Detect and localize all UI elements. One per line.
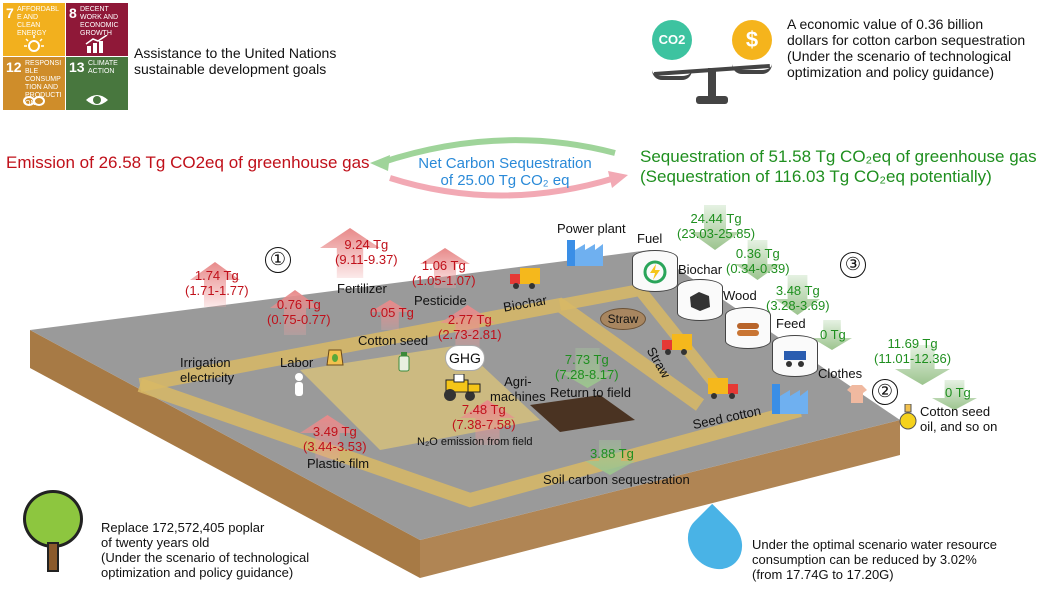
infinity-icon	[23, 96, 45, 106]
co2-icon: CO2	[652, 20, 692, 60]
oil-bottle-icon	[899, 404, 917, 430]
sdg-number: 8	[69, 5, 77, 21]
ghg-cloud: GHG	[445, 345, 485, 371]
emission-labor: 0.76 Tg(0.75-0.77)	[267, 297, 331, 327]
seq-fuel: 24.44 Tg(23.03-25.85)	[677, 211, 756, 241]
fuel-energy-icon	[632, 250, 678, 292]
fertilizer-bag-icon	[326, 349, 344, 366]
label-fertilizer: Fertilizer	[337, 281, 387, 296]
label-clothes: Clothes	[818, 366, 863, 381]
total-emission-text: Emission of 26.58 Tg CO2eq of greenhouse…	[6, 153, 370, 172]
emission-irrigation: 1.74 Tg(1.71-1.77)	[185, 268, 249, 298]
emission-fertilizer: 9.24 Tg(9.11-9.37)	[335, 237, 398, 267]
label-power-plant: Power plant	[557, 221, 626, 236]
seq-feed: 0 Tg	[820, 327, 846, 342]
seq-soil-carbon: 3.88 Tg	[590, 446, 634, 461]
truck-icon	[662, 334, 692, 355]
seq-cotton-seed-oil: 0 Tg	[945, 385, 971, 400]
emission-plastic-film: 3.49 Tg(3.44-3.53)	[303, 424, 367, 454]
sun-icon	[24, 35, 44, 52]
sdg-tile-7: 7 AFFORDABLE AND CLEAN ENERGY	[3, 3, 65, 56]
biochar-coal-icon	[677, 279, 723, 321]
truck-icon	[510, 268, 540, 289]
label-agri-machines: Agri-machines	[490, 374, 546, 404]
clothes-icon	[847, 385, 867, 403]
wood-logs-icon	[725, 307, 771, 349]
label-pesticide: Pesticide	[414, 293, 467, 308]
sdg-tile-8: 8 DECENT WORK AND ECONOMIC GROWTH	[66, 3, 128, 56]
growth-chart-icon	[85, 35, 108, 53]
truck-icon	[708, 378, 738, 399]
pesticide-bottle-icon	[398, 352, 410, 372]
label-soil-carbon: Soil carbon sequestration	[543, 472, 690, 487]
sdg-tile-12: 12 RESPONSIBLE CONSUMPTION AND PRODUCTIO…	[3, 57, 65, 110]
sdg-label: RESPONSIBLE CONSUMPTION AND PRODUCTION	[25, 60, 62, 107]
emission-n2o: 7.48 Tg(7.38-7.58)	[452, 402, 516, 432]
label-feed: Feed	[776, 316, 806, 331]
sdg-label: AFFORDABLE AND CLEAN ENERGY	[17, 6, 60, 37]
label-labor: Labor	[280, 355, 314, 370]
emission-agri-machines: 2.77 Tg(2.73-2.81)	[438, 312, 502, 342]
label-wood: Wood	[723, 288, 757, 303]
eye-globe-icon	[86, 95, 108, 105]
marker-1: ①	[265, 247, 291, 273]
total-sequestration-text: Sequestration of 51.58 Tg CO₂eq of green…	[640, 147, 1037, 186]
farmer-icon	[295, 373, 303, 396]
seq-clothes: 11.69 Tg(11.01-12.36)	[874, 336, 952, 366]
tree-icon	[18, 490, 88, 575]
label-cotton-seed: Cotton seed	[358, 333, 429, 348]
factory-icon	[772, 384, 808, 414]
sdg-number: 7	[6, 5, 14, 21]
sdg-label: DECENT WORK AND ECONOMIC GROWTH	[80, 6, 119, 37]
label-return-to-field: Return to field	[550, 385, 631, 400]
factory-icon	[567, 240, 603, 266]
seq-return-to-field: 7.73 Tg(7.28-8.17)	[555, 352, 619, 382]
balance-scale-icon: CO2 $	[652, 18, 772, 106]
label-n2o-emission: N₂O emission from field	[417, 436, 533, 448]
straw-bale: Straw	[600, 308, 646, 330]
sdg-label: CLIMATE ACTION	[88, 60, 118, 75]
tractor-icon	[444, 374, 481, 401]
seq-biochar: 0.36 Tg(0.34-0.39)	[726, 246, 790, 276]
marker-2: ②	[872, 379, 898, 405]
emission-cotton-seed: 0.05 Tg	[370, 305, 414, 320]
seq-wood: 3.48 Tg(3.28-3.69)	[766, 283, 830, 313]
emission-pesticide: 1.06 Tg(1.05-1.07)	[412, 258, 476, 288]
sdg-number: 12	[6, 59, 22, 75]
label-biochar: Biochar	[678, 262, 723, 277]
label-fuel: Fuel	[637, 231, 663, 246]
label-plastic-film: Plastic film	[307, 456, 370, 471]
dollar-coin-icon: $	[732, 20, 772, 60]
cycle-arrows-icon	[370, 137, 628, 199]
sdg-number: 13	[69, 59, 85, 75]
feed-cart-icon	[772, 335, 818, 377]
marker-3: ③	[840, 252, 866, 278]
sdg-tile-13: 13 CLIMATE ACTION	[66, 57, 128, 110]
water-reduction-text: Under the optimal scenario water resourc…	[752, 537, 997, 582]
